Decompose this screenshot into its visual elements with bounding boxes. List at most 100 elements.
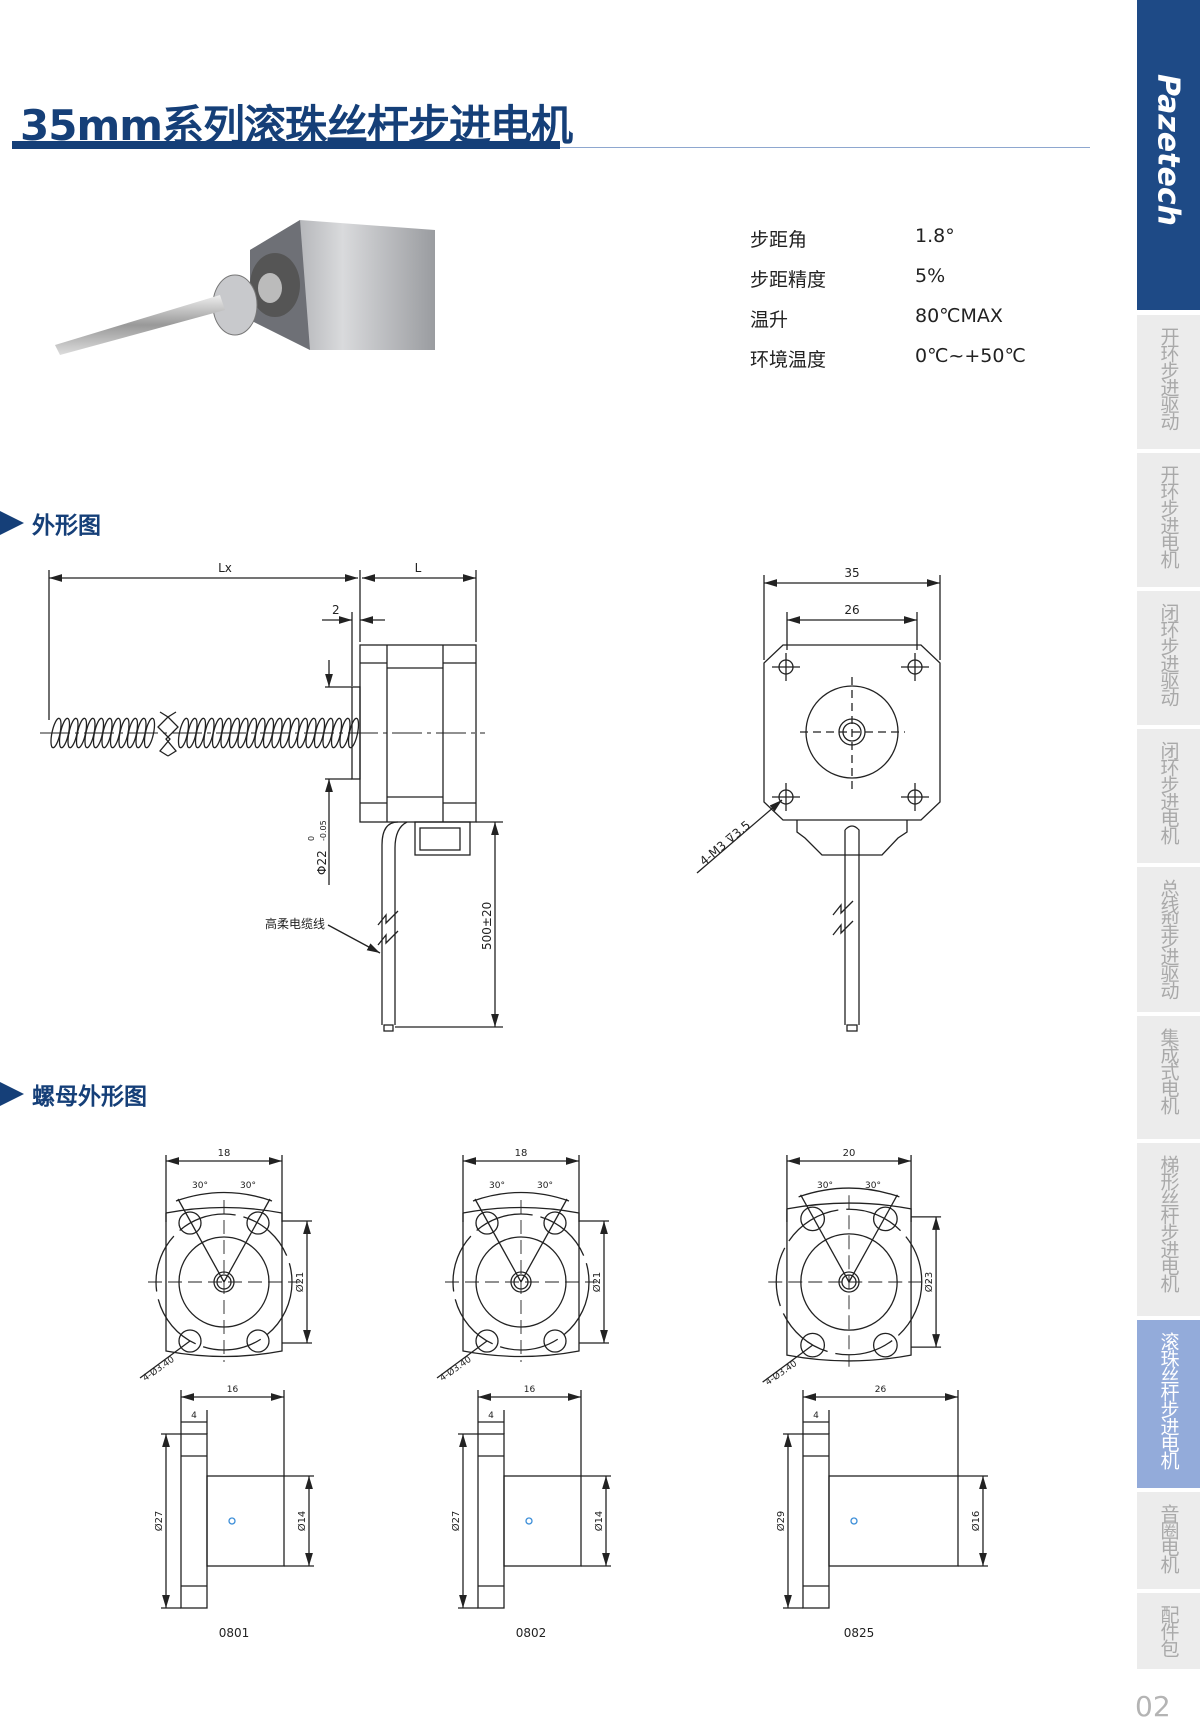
sidebar-item[interactable]: 开环步进驱动 xyxy=(1137,315,1200,449)
dim-lx: Lx xyxy=(218,561,232,575)
sidebar-item-label: 配件包 xyxy=(1157,1605,1180,1656)
bolt-hole xyxy=(246,1329,270,1353)
sidebar-item[interactable]: 闭环步进驱动 xyxy=(1137,591,1200,725)
dim-angle: 30° xyxy=(240,1181,256,1191)
bolt-hole xyxy=(543,1329,567,1353)
thread xyxy=(347,717,360,749)
nut-body xyxy=(503,1475,582,1567)
dim-shaft-dia: Φ22 xyxy=(315,850,329,875)
dim-flange-dia: Ø27 xyxy=(450,1511,462,1532)
dim-pcd: Ø21 xyxy=(294,1272,306,1293)
dim-flange-dia: Ø29 xyxy=(775,1511,787,1532)
dim-body-dia: Ø14 xyxy=(296,1511,308,1532)
bolt-hole xyxy=(543,1211,567,1235)
dim-holes: 4-Ø3.40 xyxy=(438,1354,474,1384)
dim-angle: 30° xyxy=(537,1181,553,1191)
sidebar-item[interactable]: 总线型步进驱动 xyxy=(1137,867,1200,1012)
thread xyxy=(143,717,156,749)
spec-label: 环境温度 xyxy=(750,349,827,371)
spec-row: 温升 80℃MAX xyxy=(750,305,1026,345)
product-image xyxy=(55,220,435,355)
dim-mount-holes: 4-M3 ⊽3.5 xyxy=(697,818,753,868)
bolt-hole xyxy=(800,1206,826,1232)
dim-length: 26 xyxy=(875,1385,887,1395)
bolt-hole xyxy=(178,1211,202,1235)
triangle-icon xyxy=(0,1082,24,1106)
dim-angle: 30° xyxy=(817,1181,833,1191)
bolt-hole xyxy=(872,1206,898,1232)
angle-arc xyxy=(175,1191,273,1202)
dim-width: 18 xyxy=(218,1148,231,1159)
logo-icon xyxy=(228,1517,236,1525)
sidebar-item-label: 梯形丝杆步进电机 xyxy=(1157,1155,1180,1291)
lead-screw xyxy=(50,711,360,757)
bolt-hole xyxy=(800,1332,826,1358)
spec-label: 步距角 xyxy=(750,229,808,251)
bolt-hole xyxy=(178,1329,202,1353)
nut-flange xyxy=(802,1433,830,1609)
nut-model: 0825 xyxy=(844,1626,875,1640)
dim-angle: 30° xyxy=(489,1181,505,1191)
dim-flange-thk: 4 xyxy=(488,1411,494,1421)
dim-holes: 4-Ø3.40 xyxy=(141,1354,177,1384)
section-outline: 外形图 xyxy=(0,506,101,540)
sidebar-item[interactable]: 配件包 xyxy=(1137,1593,1200,1669)
sidebar-item[interactable]: 梯形丝杆步进电机 xyxy=(1137,1143,1200,1316)
spec-value: 1.8° xyxy=(915,225,955,247)
bolt-hole xyxy=(872,1332,898,1358)
nut-model: 0801 xyxy=(219,1626,250,1640)
logo-icon xyxy=(850,1517,858,1525)
dim-body-dia: Ø14 xyxy=(593,1511,605,1532)
sidebar-item[interactable]: 滚珠丝杆步进电机 xyxy=(1137,1320,1200,1488)
sidebar-item[interactable]: 开环步进电机 xyxy=(1137,453,1200,587)
sidebar-item-label: 集成式电机 xyxy=(1157,1028,1180,1113)
cable-label: 高柔电缆线 xyxy=(265,916,325,931)
flange-outline xyxy=(786,1202,912,1362)
flange-outline xyxy=(165,1206,283,1358)
triangle-icon xyxy=(0,511,24,535)
section-nut-outline: 螺母外形图 xyxy=(0,1077,147,1111)
dim-width: 20 xyxy=(843,1148,856,1159)
spec-label: 温升 xyxy=(750,309,789,331)
dim-body-dia: Ø16 xyxy=(970,1511,982,1532)
sidebar-item-label: 总线型步进驱动 xyxy=(1157,879,1180,998)
spec-value: 80℃MAX xyxy=(915,305,1003,327)
sidebar-item[interactable]: 集成式电机 xyxy=(1137,1016,1200,1139)
tol-upper: 0 xyxy=(307,836,316,841)
flange-outline xyxy=(462,1206,580,1358)
sidebar-item[interactable]: 音圈电机 xyxy=(1137,1492,1200,1589)
dim-length: 16 xyxy=(524,1385,536,1395)
nut-body xyxy=(828,1475,959,1567)
break-mark xyxy=(157,711,179,757)
bolt-hole xyxy=(475,1211,499,1235)
front-view: 35 26 4-M3 ⊽3.5 xyxy=(696,566,941,1032)
dim-l: L xyxy=(415,561,422,575)
sidebar-item-label: 音圈电机 xyxy=(1157,1504,1180,1572)
sidebar-item-label: 滚珠丝杆步进电机 xyxy=(1157,1332,1180,1468)
dim-flange-dia: Ø27 xyxy=(153,1511,165,1532)
nut-model: 0802 xyxy=(516,1626,547,1640)
dim-angle: 30° xyxy=(192,1181,208,1191)
section-title: 螺母外形图 xyxy=(32,1084,147,1110)
sidebar: Pazetech 开环步进驱动开环步进电机闭环步进驱动闭环步进电机总线型步进驱动… xyxy=(1137,0,1200,1732)
dim-gap: 2 xyxy=(332,603,340,617)
sidebar-item-label: 闭环步进驱动 xyxy=(1157,603,1180,705)
spec-row: 步距角 1.8° xyxy=(750,225,1026,265)
dim-flange-thk: 4 xyxy=(191,1411,197,1421)
dim-holes: 4-Ø3.40 xyxy=(763,1358,799,1388)
nut-flange xyxy=(477,1433,505,1609)
logo-icon xyxy=(525,1517,533,1525)
dim-flange-thk: 4 xyxy=(813,1411,819,1421)
dim-width: 18 xyxy=(515,1148,528,1159)
dim-hole-spacing: 26 xyxy=(844,603,859,617)
sidebar-item-label: 闭环步进电机 xyxy=(1157,741,1180,843)
nut-flange xyxy=(180,1433,208,1609)
title-rule xyxy=(560,147,1090,148)
spec-value: 5% xyxy=(915,265,946,287)
sidebar-item-label: 开环步进驱动 xyxy=(1157,327,1180,429)
sidebar-item[interactable]: 闭环步进电机 xyxy=(1137,729,1200,863)
page-number: 02 xyxy=(1135,1690,1171,1723)
spec-label: 步距精度 xyxy=(750,269,827,291)
